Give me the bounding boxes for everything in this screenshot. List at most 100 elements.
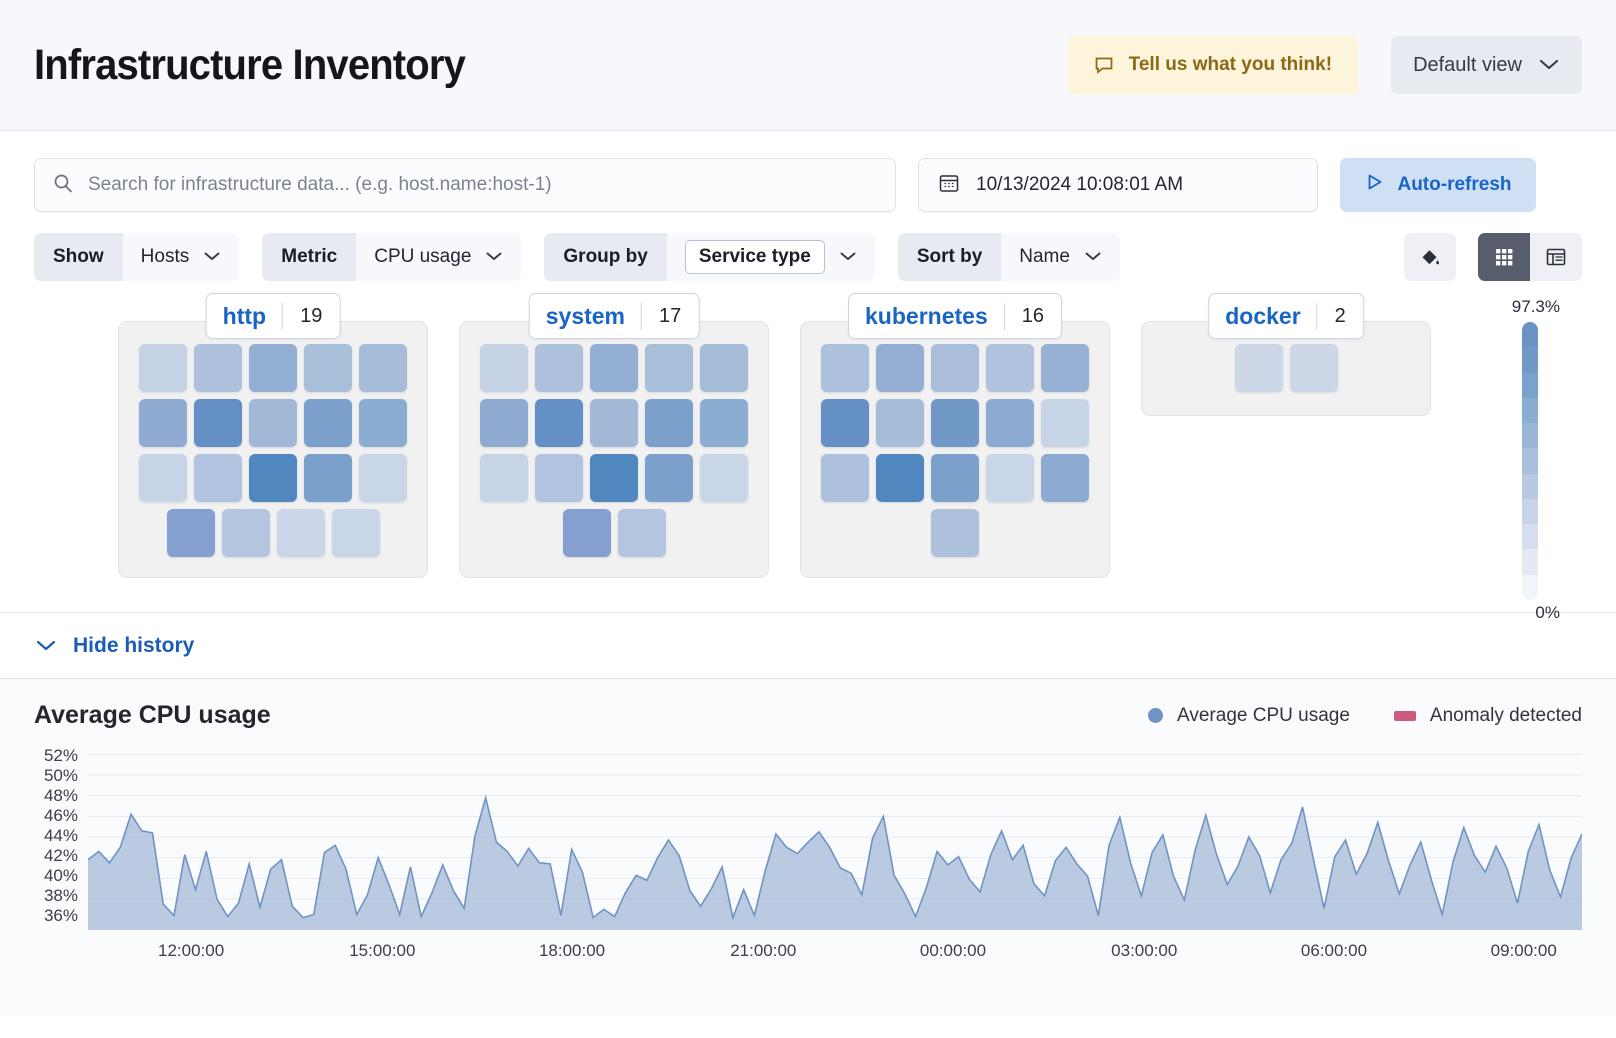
- host-tile[interactable]: [194, 399, 242, 447]
- host-tile[interactable]: [821, 454, 869, 502]
- filter-sort-by-value[interactable]: Name: [1001, 233, 1120, 281]
- search-box[interactable]: [34, 158, 896, 212]
- host-tile[interactable]: [359, 344, 407, 392]
- chart-legend: Average CPU usage Anomaly detected: [1148, 705, 1582, 727]
- legend-min-label: 0%: [1535, 603, 1560, 622]
- group-name: system: [545, 302, 626, 329]
- host-tile[interactable]: [194, 454, 242, 502]
- host-tile[interactable]: [359, 399, 407, 447]
- host-tile[interactable]: [645, 399, 693, 447]
- y-tick-label: 48%: [43, 786, 78, 805]
- host-tile[interactable]: [480, 399, 528, 447]
- host-tile[interactable]: [535, 344, 583, 392]
- filter-group-by-value[interactable]: Service type: [666, 233, 875, 281]
- host-tile[interactable]: [139, 454, 187, 502]
- date-picker[interactable]: 10/13/2024 10:08:01 AM: [918, 158, 1318, 212]
- host-tile[interactable]: [700, 454, 748, 502]
- legend-item-average-cpu-usage: Average CPU usage: [1148, 705, 1350, 727]
- host-tile[interactable]: [1289, 344, 1338, 392]
- host-tile[interactable]: [876, 399, 924, 447]
- group-separator: [641, 302, 643, 330]
- host-tile[interactable]: [931, 454, 979, 502]
- host-tile[interactable]: [590, 344, 638, 392]
- host-tile[interactable]: [276, 509, 325, 557]
- host-tile[interactable]: [1041, 344, 1089, 392]
- host-tile[interactable]: [562, 509, 611, 557]
- host-tile[interactable]: [480, 454, 528, 502]
- feedback-button[interactable]: Tell us what you think!: [1066, 36, 1359, 94]
- legend-step: [1522, 347, 1538, 373]
- host-tile[interactable]: [304, 399, 352, 447]
- view-tools: [1404, 233, 1582, 281]
- legend-step: [1522, 448, 1538, 474]
- legend-step: [1522, 423, 1538, 449]
- host-tile[interactable]: [821, 399, 869, 447]
- legend-label: Average CPU usage: [1177, 704, 1350, 726]
- hide-history-toggle[interactable]: Hide history: [0, 613, 1616, 679]
- host-tile[interactable]: [821, 344, 869, 392]
- host-tile[interactable]: [1041, 399, 1089, 447]
- host-tile[interactable]: [645, 454, 693, 502]
- search-input[interactable]: [88, 174, 878, 196]
- host-tile[interactable]: [1234, 344, 1283, 392]
- chart-plot[interactable]: [88, 744, 1582, 930]
- filter-metric: Metric CPU usage: [262, 233, 522, 281]
- host-tile[interactable]: [590, 454, 638, 502]
- host-tile[interactable]: [304, 454, 352, 502]
- host-tile[interactable]: [535, 399, 583, 447]
- host-tile[interactable]: [645, 344, 693, 392]
- host-tile[interactable]: [139, 399, 187, 447]
- host-tile[interactable]: [700, 344, 748, 392]
- hide-history-label: Hide history: [73, 633, 195, 657]
- host-tile[interactable]: [931, 509, 979, 557]
- host-tile[interactable]: [931, 399, 979, 447]
- host-tile[interactable]: [986, 454, 1034, 502]
- chevron-down-icon: [839, 246, 857, 268]
- x-tick-label: 09:00:00: [1490, 941, 1557, 960]
- table-view-icon[interactable]: [1530, 233, 1582, 281]
- host-tile[interactable]: [876, 454, 924, 502]
- host-tile[interactable]: [249, 454, 297, 502]
- host-tile[interactable]: [986, 399, 1034, 447]
- host-tile[interactable]: [986, 344, 1034, 392]
- group-name: http: [222, 302, 267, 329]
- host-tile[interactable]: [249, 399, 297, 447]
- host-tile[interactable]: [535, 454, 583, 502]
- host-tile[interactable]: [194, 344, 242, 392]
- host-tile[interactable]: [166, 509, 215, 557]
- filter-show-value[interactable]: Hosts: [122, 233, 240, 281]
- host-tile[interactable]: [359, 454, 407, 502]
- host-tile[interactable]: [1041, 454, 1089, 502]
- legend-item-anomaly-detected: Anomaly detected: [1393, 705, 1582, 727]
- group-name: docker: [1225, 302, 1301, 329]
- host-tile[interactable]: [617, 509, 666, 557]
- paint-bucket-icon[interactable]: [1404, 233, 1456, 281]
- filter-metric-value[interactable]: CPU usage: [356, 233, 522, 281]
- host-tile[interactable]: [221, 509, 270, 557]
- host-tile[interactable]: [931, 344, 979, 392]
- host-tile[interactable]: [249, 344, 297, 392]
- host-tile[interactable]: [139, 344, 187, 392]
- host-tile[interactable]: [304, 344, 352, 392]
- y-tick-label: 52%: [43, 746, 78, 765]
- grid-view-icon[interactable]: [1478, 233, 1530, 281]
- filter-group-by-label: Group by: [544, 233, 667, 281]
- view-selector-button[interactable]: Default view: [1391, 36, 1582, 94]
- host-tile[interactable]: [700, 399, 748, 447]
- host-tile[interactable]: [876, 344, 924, 392]
- auto-refresh-button[interactable]: Auto-refresh: [1340, 158, 1536, 212]
- legend-step: [1522, 397, 1538, 424]
- host-tile[interactable]: [590, 399, 638, 447]
- host-tile[interactable]: [480, 344, 528, 392]
- host-tile[interactable]: [331, 509, 380, 557]
- comment-icon: [1093, 54, 1115, 76]
